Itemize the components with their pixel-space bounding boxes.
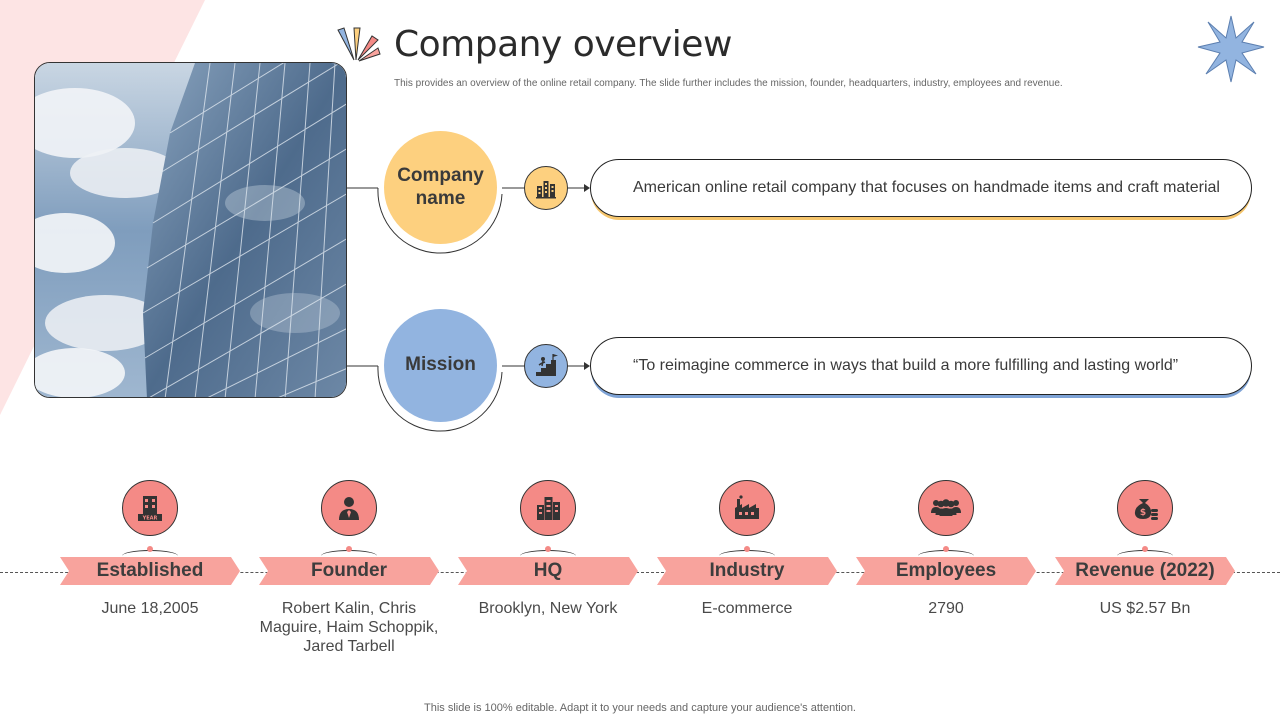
stat-value: Brooklyn, New York [478, 600, 618, 617]
svg-text:YEAR: YEAR [142, 516, 158, 522]
stat-label: Industry [657, 557, 837, 585]
stat-label: Revenue (2022) [1055, 557, 1235, 585]
businessman-icon [321, 480, 377, 536]
title-rays-icon [337, 27, 381, 62]
page-subtitle: This provides an overview of the online … [394, 78, 1063, 89]
star-burst-icon [1197, 15, 1265, 83]
money-bag-icon: $ [1117, 480, 1173, 536]
stat-employees: Employees 2790 [856, 480, 1036, 650]
company-name-circle: Company name [384, 131, 497, 244]
stat-industry: Industry E-commerce [657, 480, 837, 650]
mission-label: Mission [405, 354, 476, 376]
page-title: Company overview [394, 24, 732, 65]
footer-note: This slide is 100% editable. Adapt it to… [424, 702, 856, 714]
building-photo [34, 62, 347, 398]
stat-label: HQ [458, 557, 638, 585]
stat-label: Founder [259, 557, 439, 585]
climbing-stairs-flag-icon [524, 344, 568, 388]
stat-revenue: $ Revenue (2022) US $2.57 Bn [1055, 480, 1235, 650]
building-chart-icon [524, 166, 568, 210]
stat-value: Robert Kalin, Chris Maguire, Haim Schopp… [259, 600, 439, 655]
stat-founder: Founder Robert Kalin, Chris Maguire, Hai… [259, 480, 439, 655]
stat-value: June 18,2005 [101, 600, 199, 617]
factory-icon [719, 480, 775, 536]
year-building-icon: YEAR [122, 480, 178, 536]
company-name-label: Company name [397, 164, 484, 209]
mission-statement: “To reimagine commerce in ways that buil… [590, 337, 1252, 395]
stat-established: YEAR Established June 18,2005 [60, 480, 240, 650]
people-group-icon [918, 480, 974, 536]
mission-circle: Mission [384, 309, 497, 422]
company-name-description: American online retail company that focu… [590, 159, 1252, 217]
stat-label: Established [60, 557, 240, 585]
svg-text:$: $ [1140, 508, 1146, 518]
stat-label: Employees [856, 557, 1036, 585]
stat-value: US $2.57 Bn [1099, 600, 1191, 617]
stat-value: E-commerce [701, 600, 793, 617]
timeline-dashed-line [0, 572, 1280, 573]
stat-hq: HQ Brooklyn, New York [458, 480, 638, 650]
office-buildings-icon [520, 480, 576, 536]
stat-value: 2790 [928, 600, 964, 617]
